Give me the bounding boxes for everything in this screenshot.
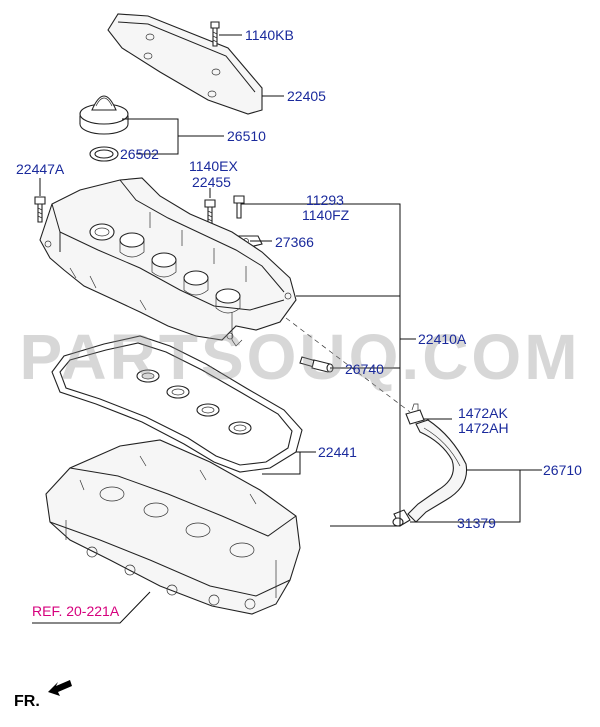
label-11293[interactable]: 11293 — [306, 192, 344, 208]
rocker-cover-gasket[interactable] — [51, 335, 303, 473]
label-26510[interactable]: 26510 — [227, 128, 266, 144]
label-1140kb[interactable]: 1140KB — [245, 27, 294, 43]
oil-cap-o-ring[interactable] — [89, 146, 119, 162]
label-1140ex[interactable]: 1140EX — [189, 158, 238, 174]
label-22410a[interactable]: 22410A — [418, 331, 467, 347]
bolt-1140kb[interactable] — [210, 21, 220, 47]
label-22405[interactable]: 22405 — [287, 88, 326, 104]
bolt-11293[interactable] — [233, 195, 245, 219]
label-22455[interactable]: 22455 — [192, 174, 231, 190]
pcv-valve[interactable] — [299, 356, 334, 373]
bolt-22455[interactable] — [204, 199, 216, 225]
hose-clamp-lower[interactable] — [392, 509, 411, 527]
front-arrow-icon — [48, 680, 72, 696]
label-26502[interactable]: 26502 — [120, 146, 159, 162]
label-26740[interactable]: 26740 — [345, 361, 384, 377]
label-1472ah[interactable]: 1472AH — [458, 420, 509, 436]
cylinder-head-cover[interactable] — [39, 177, 297, 347]
hose-clamp-upper[interactable] — [405, 403, 425, 425]
label-1140fz[interactable]: 1140FZ — [302, 207, 350, 223]
cylinder-head[interactable] — [45, 439, 301, 615]
leader-lines — [32, 34, 542, 624]
front-marker: FR. — [14, 693, 40, 710]
oil-filler-cap[interactable] — [79, 95, 129, 135]
breather-hose[interactable] — [407, 419, 468, 523]
bolt-22447a[interactable] — [34, 196, 46, 223]
label-22447a[interactable]: 22447A — [16, 161, 65, 177]
engine-cover[interactable] — [107, 13, 263, 115]
label-22441[interactable]: 22441 — [318, 444, 357, 460]
label-31379[interactable]: 31379 — [457, 515, 496, 531]
label-1472ak[interactable]: 1472AK — [458, 405, 508, 421]
label-27366[interactable]: 27366 — [275, 234, 314, 250]
label-26710[interactable]: 26710 — [543, 462, 582, 478]
reference-link[interactable]: REF. 20-221A — [32, 603, 120, 619]
